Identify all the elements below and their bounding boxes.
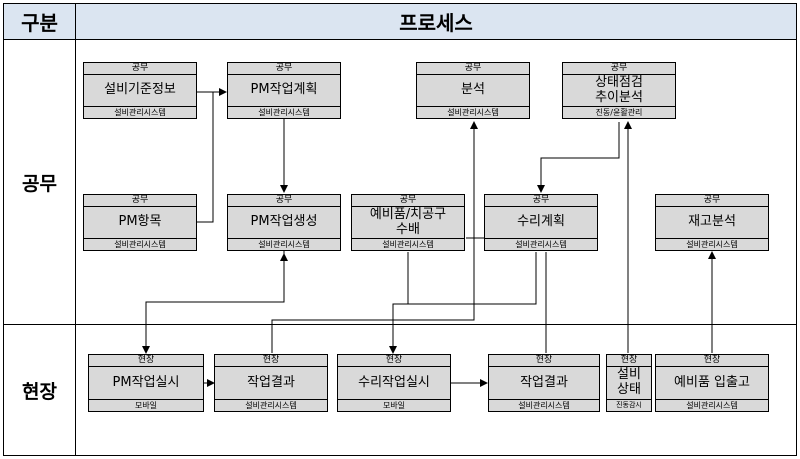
grid-top xyxy=(4,3,797,4)
box-role: 현장 xyxy=(215,355,327,367)
arrow-condition-to-repairplan xyxy=(537,122,620,193)
box-pm-plan[interactable]: 공무 PM작업계획 설비관리시스템 xyxy=(227,62,341,119)
box-system: 모바일 xyxy=(338,399,450,411)
box-name: 수리계획 xyxy=(517,214,565,230)
box-work-result-2[interactable]: 현장 작업결과 설비관리시스템 xyxy=(488,354,600,412)
box-pm-item[interactable]: 공무 PM항목 설비관리시스템 xyxy=(83,194,197,251)
box-analysis[interactable]: 공무 분석 설비관리시스템 xyxy=(416,62,530,119)
grid-right xyxy=(796,3,797,456)
box-system: 모바일 xyxy=(89,399,203,411)
box-role: 공무 xyxy=(352,195,464,207)
box-system: 설비관리시스템 xyxy=(352,238,464,250)
box-role: 현장 xyxy=(89,355,203,367)
box-repair-plan[interactable]: 공무 수리계획 설비관리시스템 xyxy=(484,194,598,251)
box-system: 진동감시 xyxy=(607,399,651,411)
box-role: 공무 xyxy=(656,195,768,207)
box-system: 설비관리시스템 xyxy=(485,238,597,250)
box-name: 설비 상태 xyxy=(617,367,641,397)
arrow-repairplan-to-repairexec xyxy=(389,252,537,354)
grid-lane-divider xyxy=(4,324,797,325)
box-system: 진동/윤활관리 xyxy=(563,106,675,118)
box-role: 현장 xyxy=(489,355,599,367)
grid-left xyxy=(3,3,4,456)
box-name: 작업결과 xyxy=(520,374,568,390)
line-pmitem-to-pmplan xyxy=(197,92,214,223)
box-system: 설비관리시스템 xyxy=(656,238,768,250)
box-equip-status[interactable]: 현장 설비 상태 진동감시 xyxy=(606,354,652,412)
box-system: 설비관리시스템 xyxy=(656,399,768,411)
box-system: 설비관리시스템 xyxy=(228,238,340,250)
box-role: 공무 xyxy=(228,195,340,207)
box-name: 재고분석 xyxy=(688,214,736,230)
arrow-pmcreate-to-pmexec xyxy=(142,251,285,354)
box-pm-exec[interactable]: 현장 PM작업실시 모바일 xyxy=(88,354,204,412)
box-spare-inout[interactable]: 현장 예비품 입출고 설비관리시스템 xyxy=(655,354,769,412)
lane-label-office: 공무 xyxy=(22,172,57,195)
box-role: 현장 xyxy=(338,355,450,367)
box-condition-check[interactable]: 공무 상태점검 추이분석 진동/윤활관리 xyxy=(562,62,676,119)
box-name: 설비기준정보 xyxy=(104,82,176,98)
box-role: 공무 xyxy=(417,63,529,75)
box-repair-exec[interactable]: 현장 수리작업실시 모바일 xyxy=(337,354,451,412)
arrow-result1-to-analysis xyxy=(271,121,478,353)
box-system: 설비관리시스템 xyxy=(84,238,196,250)
box-role: 공무 xyxy=(84,63,196,75)
box-name: 수리작업실시 xyxy=(358,374,430,390)
box-system: 설비관리시스템 xyxy=(417,106,529,118)
header-category: 구분 xyxy=(4,4,75,39)
box-role: 현장 xyxy=(656,355,768,367)
box-name: 예비품 입출고 xyxy=(674,374,750,390)
box-name: 작업결과 xyxy=(247,374,295,390)
lane-label-field: 현장 xyxy=(22,380,57,403)
box-name: PM작업계획 xyxy=(250,82,318,98)
box-name: PM항목 xyxy=(118,214,162,230)
box-pm-create[interactable]: 공무 PM작업생성 설비관리시스템 xyxy=(227,194,341,251)
grid-header-bottom xyxy=(4,39,797,40)
box-spare-arrange[interactable]: 공무 예비품/치공구 수배 설비관리시스템 xyxy=(351,194,465,251)
box-role: 공무 xyxy=(228,63,340,75)
box-name: PM작업실시 xyxy=(112,374,180,390)
header-process: 프로세스 xyxy=(76,4,796,39)
box-system: 설비관리시스템 xyxy=(215,399,327,411)
box-name: 예비품/치공구 수배 xyxy=(369,206,447,237)
box-name: PM작업생성 xyxy=(250,214,318,230)
box-role: 공무 xyxy=(485,195,597,207)
box-work-result-1[interactable]: 현장 작업결과 설비관리시스템 xyxy=(214,354,328,412)
box-role: 공무 xyxy=(84,195,196,207)
grid-bottom xyxy=(4,455,797,456)
box-name: 상태점검 추이분석 xyxy=(595,74,643,105)
box-system: 설비관리시스템 xyxy=(228,106,340,118)
box-system: 설비관리시스템 xyxy=(84,106,196,118)
box-system: 설비관리시스템 xyxy=(489,399,599,411)
box-inventory[interactable]: 공무 재고분석 설비관리시스템 xyxy=(655,194,769,251)
box-role: 공무 xyxy=(563,63,675,75)
box-equip-std-info[interactable]: 공무 설비기준정보 설비관리시스템 xyxy=(83,62,197,119)
box-role: 현장 xyxy=(607,355,651,367)
grid-column-divider xyxy=(75,3,76,456)
box-name: 분석 xyxy=(461,82,485,98)
